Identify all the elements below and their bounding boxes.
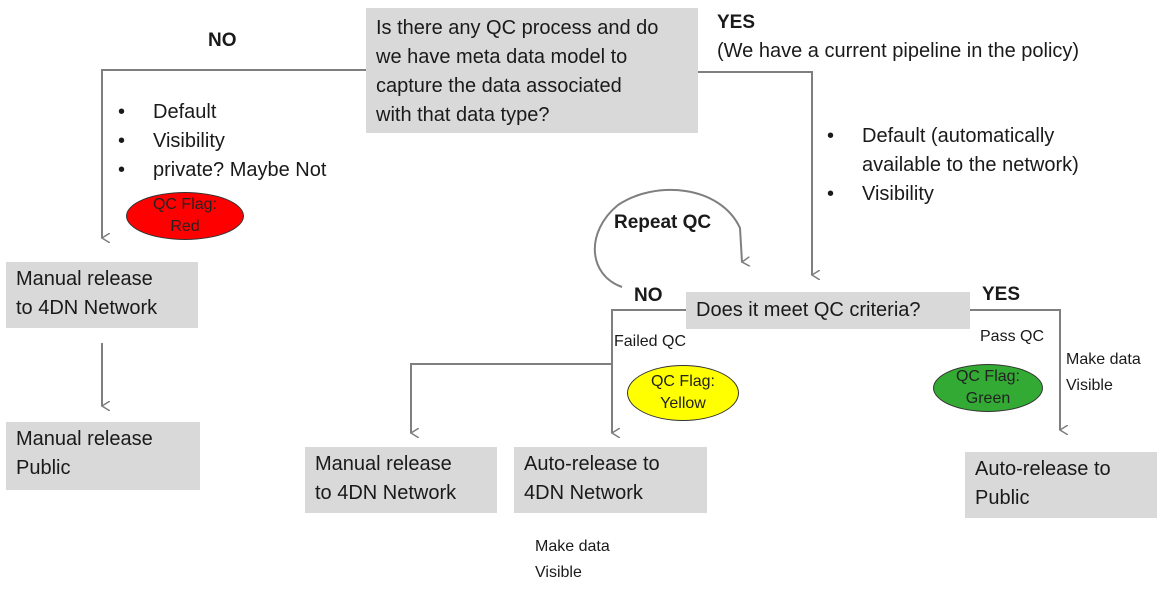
yes-bullet-item: •Visibility — [827, 183, 934, 205]
criteria-no-connector — [612, 309, 686, 433]
criteria-yes-label: YES — [982, 284, 1021, 305]
auto-release-network-box: Auto-release to 4DN Network — [514, 447, 707, 513]
no-bullet-item: •private? Maybe Not — [118, 159, 327, 181]
yes-connector — [698, 71, 812, 275]
no-label: NO — [208, 30, 237, 51]
qc-criteria-box: Does it meet QC criteria? — [686, 292, 970, 329]
qc-flag-green: QC Flag: Green — [933, 364, 1043, 412]
make-visible-bottom: Make data Visible — [535, 538, 610, 581]
top-question-box: Is there any QC process and do we have m… — [366, 8, 698, 133]
pass-qc-label: Pass QC — [980, 328, 1045, 345]
yes-label: YES — [717, 12, 756, 33]
failed-qc-label: Failed QC — [614, 333, 687, 350]
manual-network-connector — [411, 363, 612, 433]
manual-release-network-box: Manual release to 4DN Network — [6, 262, 198, 328]
qc-flag-yellow: QC Flag: Yellow — [627, 365, 739, 421]
yes-note: (We have a current pipeline in the polic… — [717, 40, 1080, 62]
repeat-qc-label: Repeat QC — [614, 212, 712, 233]
criteria-no-label: NO — [634, 285, 663, 306]
manual-release-network-center-box: Manual release to 4DN Network — [305, 447, 497, 513]
manual-release-public-box: Manual release Public — [6, 422, 200, 490]
top-question-line-2: we have meta data model to — [376, 46, 628, 68]
top-question-line-4: with that data type? — [376, 104, 550, 126]
repeat-qc-loop — [593, 188, 742, 288]
yes-bullet-item: •Default (automatically — [827, 125, 1055, 147]
yes-bullet-item: available to the network) — [862, 154, 1079, 176]
no-branch-bullets: •Default •Visibility •private? Maybe Not — [118, 98, 326, 185]
qc-flag-red: QC Flag: Red — [126, 192, 244, 240]
auto-release-public-box: Auto-release to Public — [965, 452, 1157, 518]
no-bullet-item: •Default — [118, 101, 217, 123]
make-visible-right: Make data Visible — [1066, 351, 1141, 394]
top-question-line-1: Is there any QC process and do — [376, 17, 659, 39]
top-question-line-3: capture the data associated — [376, 75, 622, 97]
no-connector — [102, 69, 366, 238]
no-bullet-item: •Visibility — [118, 130, 225, 152]
yes-branch-bullets: •Default (automatically available to the… — [827, 122, 1079, 209]
criteria-yes-connector — [970, 309, 1060, 430]
